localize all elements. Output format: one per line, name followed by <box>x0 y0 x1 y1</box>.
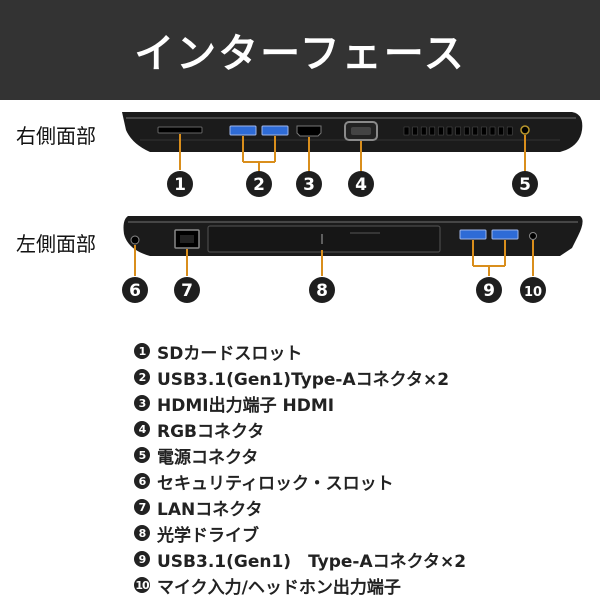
vent-slit <box>472 126 479 136</box>
hdmi-port <box>296 125 322 137</box>
marker-badge <box>122 277 148 303</box>
page-title: インターフェース <box>134 31 466 77</box>
marker-number: 9 <box>483 281 495 301</box>
right-markers: 1 2 3 4 5 <box>167 171 538 197</box>
vent-slit <box>481 126 487 136</box>
right-side-label: 右側面部 <box>16 124 96 148</box>
legend-item: 6 セキュリティロック・スロット <box>134 468 574 494</box>
legend-text: HDMI出力端子 HDMI <box>157 395 335 416</box>
legend-number-badge: 4 <box>134 421 150 437</box>
left-callouts <box>134 240 534 276</box>
legend-text: LANコネクタ <box>157 499 263 520</box>
marker-badge <box>348 171 374 197</box>
legend-number-badge: 3 <box>134 395 150 411</box>
interface-diagram: 1 2 3 4 5 6 7 8 9 10 <box>122 112 583 303</box>
legend-item: 9 USB3.1(Gen1) Type-Aコネクタ×2 <box>134 546 574 572</box>
marker-number: 1 <box>174 175 186 195</box>
optical-drive <box>207 225 441 253</box>
marker-number: 5 <box>519 175 531 195</box>
legend-number-badge: 5 <box>134 447 150 463</box>
legend-item: 3 HDMI出力端子 HDMI <box>134 390 574 416</box>
vent-slit <box>420 126 427 136</box>
legend-text: 光学ドライブ <box>157 525 259 546</box>
marker-badge <box>246 171 272 197</box>
marker-number: 8 <box>316 281 328 301</box>
legend-item: 1 SDカードスロット <box>134 338 574 364</box>
header-banner: インターフェース <box>0 0 600 100</box>
left-side-label: 左側面部 <box>16 232 96 256</box>
legend-text: 電源コネクタ <box>157 447 259 468</box>
legend-text: USB3.1(Gen1)Type-Aコネクタ×2 <box>157 369 450 390</box>
marker-badge <box>476 277 502 303</box>
vent-slit <box>446 126 453 136</box>
vent-slit <box>506 126 513 136</box>
legend-number-badge: 6 <box>134 473 150 489</box>
vent-slit <box>489 126 496 136</box>
marker-badge <box>174 277 200 303</box>
legend-item: 5 電源コネクタ <box>134 442 574 468</box>
legend-text: RGBコネクタ <box>157 421 265 442</box>
legend-list: 1 SDカードスロット 2 USB3.1(Gen1)Type-Aコネクタ×2 3 HDMI… <box>134 338 574 598</box>
vent-slit <box>455 126 461 136</box>
legend-item: 4 RGBコネクタ <box>134 416 574 442</box>
marker-badge <box>520 277 546 303</box>
legend-number-badge: 9 <box>134 551 150 567</box>
usb-port-right-2 <box>261 125 289 136</box>
right-callouts <box>179 134 526 172</box>
marker-number: 10 <box>524 285 542 300</box>
usb-port-left-2 <box>491 229 519 240</box>
legend-number-badge: 7 <box>134 499 150 515</box>
vent-grille <box>403 126 513 136</box>
legend-item: 8 光学ドライブ <box>134 520 574 546</box>
legend-item: 2 USB3.1(Gen1)Type-Aコネクタ×2 <box>134 364 574 390</box>
marker-number: 2 <box>253 175 265 195</box>
headphone-jack <box>529 232 537 240</box>
power-jack <box>520 125 530 135</box>
vent-slit <box>498 126 504 136</box>
legend-text: セキュリティロック・スロット <box>157 473 394 494</box>
marker-badge <box>309 277 335 303</box>
vent-slit <box>463 126 470 136</box>
marker-badge <box>512 171 538 197</box>
vent-slit <box>412 126 418 136</box>
legend-number-badge: 2 <box>134 369 150 385</box>
marker-badge <box>167 171 193 197</box>
legend-text: マイク入力/ヘッドホン出力端子 <box>157 577 401 598</box>
usb-port-right-1 <box>229 125 257 136</box>
legend-text: USB3.1(Gen1) Type-Aコネクタ×2 <box>157 551 467 572</box>
sd-card-slot <box>157 126 203 134</box>
vent-slit <box>438 126 444 136</box>
security-lock-slot <box>130 235 140 245</box>
legend-number-badge: 1 <box>134 343 150 359</box>
vent-slit <box>429 126 436 136</box>
legend-number-badge: 8 <box>134 525 150 541</box>
right-side-laptop <box>122 112 583 152</box>
legend-text: SDカードスロット <box>157 343 303 364</box>
marker-number: 7 <box>181 281 193 301</box>
usb-port-left-1 <box>459 229 487 240</box>
marker-badge <box>296 171 322 197</box>
legend-item: 10 マイク入力/ヘッドホン出力端子 <box>134 572 574 598</box>
marker-number: 4 <box>355 175 367 195</box>
left-markers: 6 7 8 9 10 <box>122 277 546 303</box>
left-side-laptop <box>123 216 583 256</box>
marker-number: 3 <box>303 175 315 195</box>
legend-item: 7 LANコネクタ <box>134 494 574 520</box>
legend-number-badge: 10 <box>134 577 150 593</box>
marker-number: 6 <box>129 281 141 301</box>
vent-slit <box>403 126 410 136</box>
